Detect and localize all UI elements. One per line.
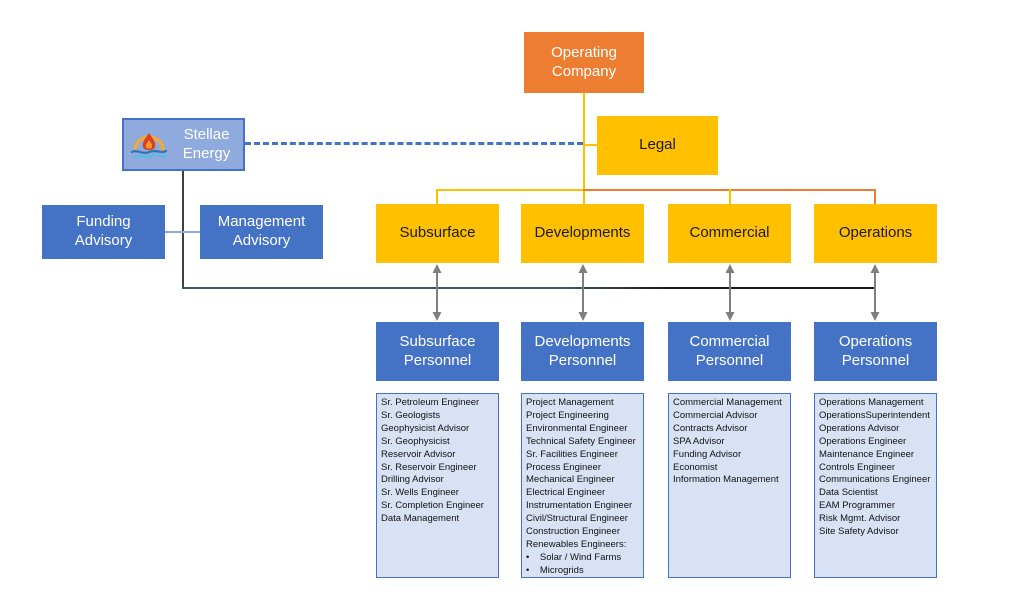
funding-advisory-node[interactable]: Funding Advisory [42, 205, 165, 259]
role-item: Operations Management [819, 397, 924, 408]
role-item: Commercial Advisor [673, 409, 758, 421]
department-label: Commercial [689, 224, 770, 242]
role-item: Technical Safety Engineer [526, 435, 636, 447]
stellae-legal-dashed-connector [245, 142, 583, 145]
role-item: Operations Advisor [819, 422, 900, 434]
role-item: Project Engineering [526, 409, 609, 421]
personnel-label: Subsurface Personnel [399, 332, 476, 369]
stellae-energy-label: Stellae Energy [182, 125, 231, 162]
role-item: Geophysicist Advisor [381, 422, 470, 434]
role-item: Reservoir Advisor [381, 448, 456, 460]
personnel-node-subsurface[interactable]: Subsurface Personnel [376, 322, 499, 381]
role-item: SPA Advisor [673, 435, 725, 447]
role-item: Contracts Advisor [673, 422, 748, 434]
branch-connector-gold [436, 189, 584, 191]
stellae-logo-icon [129, 127, 169, 163]
role-item: Sr. Wells Engineer [381, 487, 459, 499]
personnel-label: Operations Personnel [838, 332, 913, 369]
role-item: Sr. Completion Engineer [381, 500, 484, 512]
role-item: Process Engineer [526, 461, 601, 473]
operations-drop-connector [874, 189, 876, 204]
role-item: Sr. Facilities Engineer [526, 448, 618, 460]
role-item: Environmental Engineer [526, 422, 628, 434]
commercial-drop-connector [729, 189, 731, 204]
role-item: Renewables Engineers: [526, 538, 627, 550]
legal-node[interactable]: Legal [597, 116, 718, 175]
role-item: Funding Advisor [673, 448, 742, 460]
department-node-operations[interactable]: Operations [814, 204, 937, 263]
role-item: OperationsSuperintendent [819, 409, 930, 421]
role-item: EAM Programmer [819, 500, 896, 512]
role-item: Data Management [381, 513, 460, 525]
role-item: Sr. Petroleum Engineer [381, 397, 480, 408]
role-item: • Microgrids [526, 564, 584, 576]
funding-advisory-label: Funding Advisory [74, 213, 133, 249]
developments-arrow [578, 264, 588, 321]
operating-company-node[interactable]: Operating Company [524, 32, 644, 93]
stellae-vertical-connector [182, 171, 184, 289]
role-item: Electrical Engineer [526, 487, 606, 499]
operations-arrow [870, 264, 880, 321]
role-item: Risk Mgmt. Advisor [819, 513, 901, 525]
role-item: • Solar / Wind Farms [526, 551, 622, 563]
funding-management-connector [165, 231, 200, 233]
management-advisory-label: Management Advisory [217, 213, 306, 249]
role-item: Construction Engineer [526, 526, 620, 538]
role-item: Instrumentation Engineer [526, 500, 633, 512]
role-item: Information Management [673, 474, 779, 486]
role-item: Drilling Advisor [381, 474, 444, 486]
subsurface-arrow [432, 264, 442, 321]
department-node-commercial[interactable]: Commercial [668, 204, 791, 263]
department-node-developments[interactable]: Developments [521, 204, 644, 263]
commercial-arrow [725, 264, 735, 321]
subsurface-drop-connector [436, 189, 438, 204]
stellae-energy-node[interactable]: Stellae Energy [122, 118, 245, 171]
department-label: Operations [838, 224, 913, 242]
legal-label: Legal [639, 136, 676, 154]
role-item: Site Safety Advisor [819, 526, 899, 538]
role-item: Communications Engineer [819, 474, 931, 486]
personnel-node-operations[interactable]: Operations Personnel [814, 322, 937, 381]
department-node-subsurface[interactable]: Subsurface [376, 204, 499, 263]
personnel-label: Commercial Personnel [689, 332, 770, 369]
department-label: Developments [534, 224, 631, 242]
role-item: Economist [673, 461, 718, 473]
role-item: Commercial Management [673, 397, 782, 408]
operating-company-label: Operating Company [551, 43, 617, 80]
role-item: Civil/Structural Engineer [526, 513, 628, 525]
role-item: Sr. Reservoir Engineer [381, 461, 477, 473]
role-item: Data Scientist [819, 487, 878, 499]
personnel-node-developments[interactable]: Developments Personnel [521, 322, 644, 381]
role-item: Maintenance Engineer [819, 448, 915, 460]
role-item: Project Management [526, 397, 614, 408]
role-item: Controls Engineer [819, 461, 896, 473]
management-advisory-node[interactable]: Management Advisory [200, 205, 323, 259]
personnel-node-commercial[interactable]: Commercial Personnel [668, 322, 791, 381]
role-item: Sr. Geologists [381, 409, 441, 421]
personnel-label: Developments Personnel [534, 332, 631, 369]
advisory-horizontal-connector [182, 287, 876, 289]
role-item: Operations Engineer [819, 435, 907, 447]
role-item: Mechanical Engineer [526, 474, 615, 486]
department-label: Subsurface [399, 224, 476, 242]
role-item: Sr. Geophysicist [381, 435, 450, 447]
legal-connector [585, 144, 597, 146]
oc-vertical-connector [583, 93, 585, 204]
